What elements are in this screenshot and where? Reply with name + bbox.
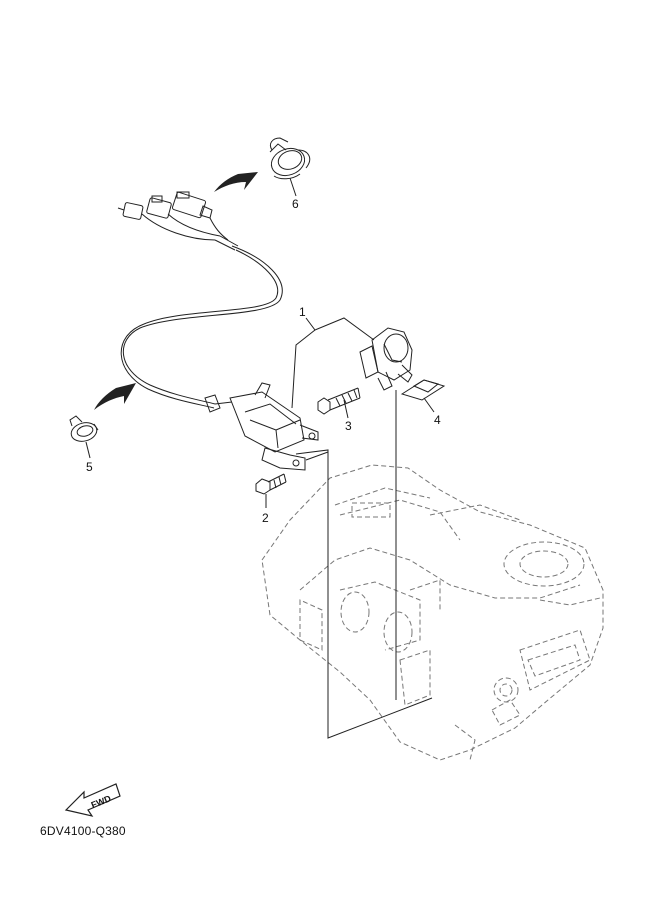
arrow-to-clamp-6 [214, 172, 258, 192]
connector-middle [146, 195, 172, 219]
callout-6: 6 [292, 197, 299, 211]
callout-1: 1 [299, 305, 306, 319]
hose-clamp-5 [69, 415, 99, 442]
document-code: 6DV4100-Q380 [40, 824, 126, 838]
leader-lines [85, 177, 435, 739]
callout-5: 5 [86, 460, 93, 474]
callout-2: 2 [262, 511, 269, 525]
callout-4: 4 [434, 413, 441, 427]
hose-clamp-6 [269, 137, 311, 180]
cable-holder [359, 327, 413, 391]
bolt-3 [317, 387, 361, 415]
connector-left [117, 202, 144, 220]
fwd-arrow-icon: FWD [64, 783, 121, 817]
connector-right [171, 191, 213, 219]
screw-2 [255, 473, 287, 495]
arrow-to-clamp-5 [94, 383, 136, 410]
assembly-arrows [94, 172, 258, 410]
callout-3: 3 [345, 419, 352, 433]
trim-sensor-harness [117, 191, 319, 471]
engine-bracket-ghost [261, 464, 604, 761]
plate-4 [400, 379, 446, 401]
